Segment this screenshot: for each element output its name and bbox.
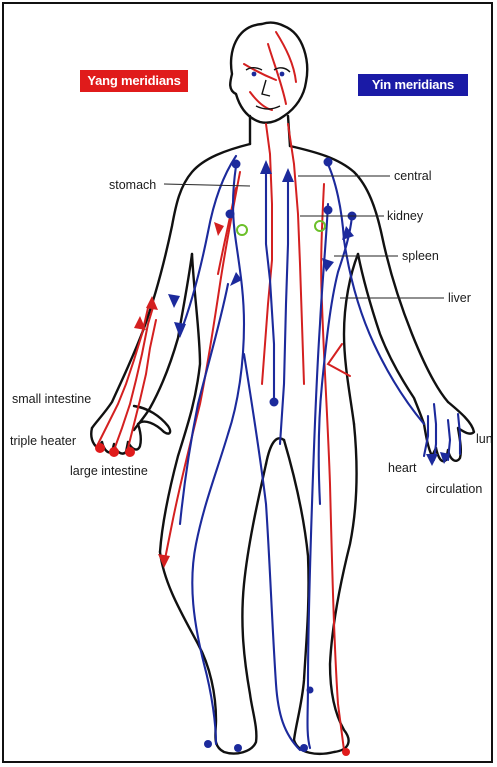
yin-meridian-lines [180,156,460,750]
label-triple-heater: triple heater [10,434,76,448]
body-outline [91,23,474,754]
yang-meridians-legend: Yang meridians [80,70,188,92]
label-central: central [394,169,432,183]
label-small-intestine: small intestine [12,392,91,406]
label-kidney: kidney [387,209,423,223]
label-lung: lun [476,432,493,446]
label-liver: liver [448,291,471,305]
yin-meridians-legend: Yin meridians [358,74,468,96]
label-heart: heart [388,461,417,475]
label-circulation: circulation [426,482,482,496]
label-stomach: stomach [109,178,156,192]
label-large-intestine: large intestine [70,464,148,478]
yang-meridian-lines [98,32,350,750]
face-features [246,68,290,109]
label-spleen: spleen [402,249,439,263]
meridian-body-diagram [4,4,493,763]
